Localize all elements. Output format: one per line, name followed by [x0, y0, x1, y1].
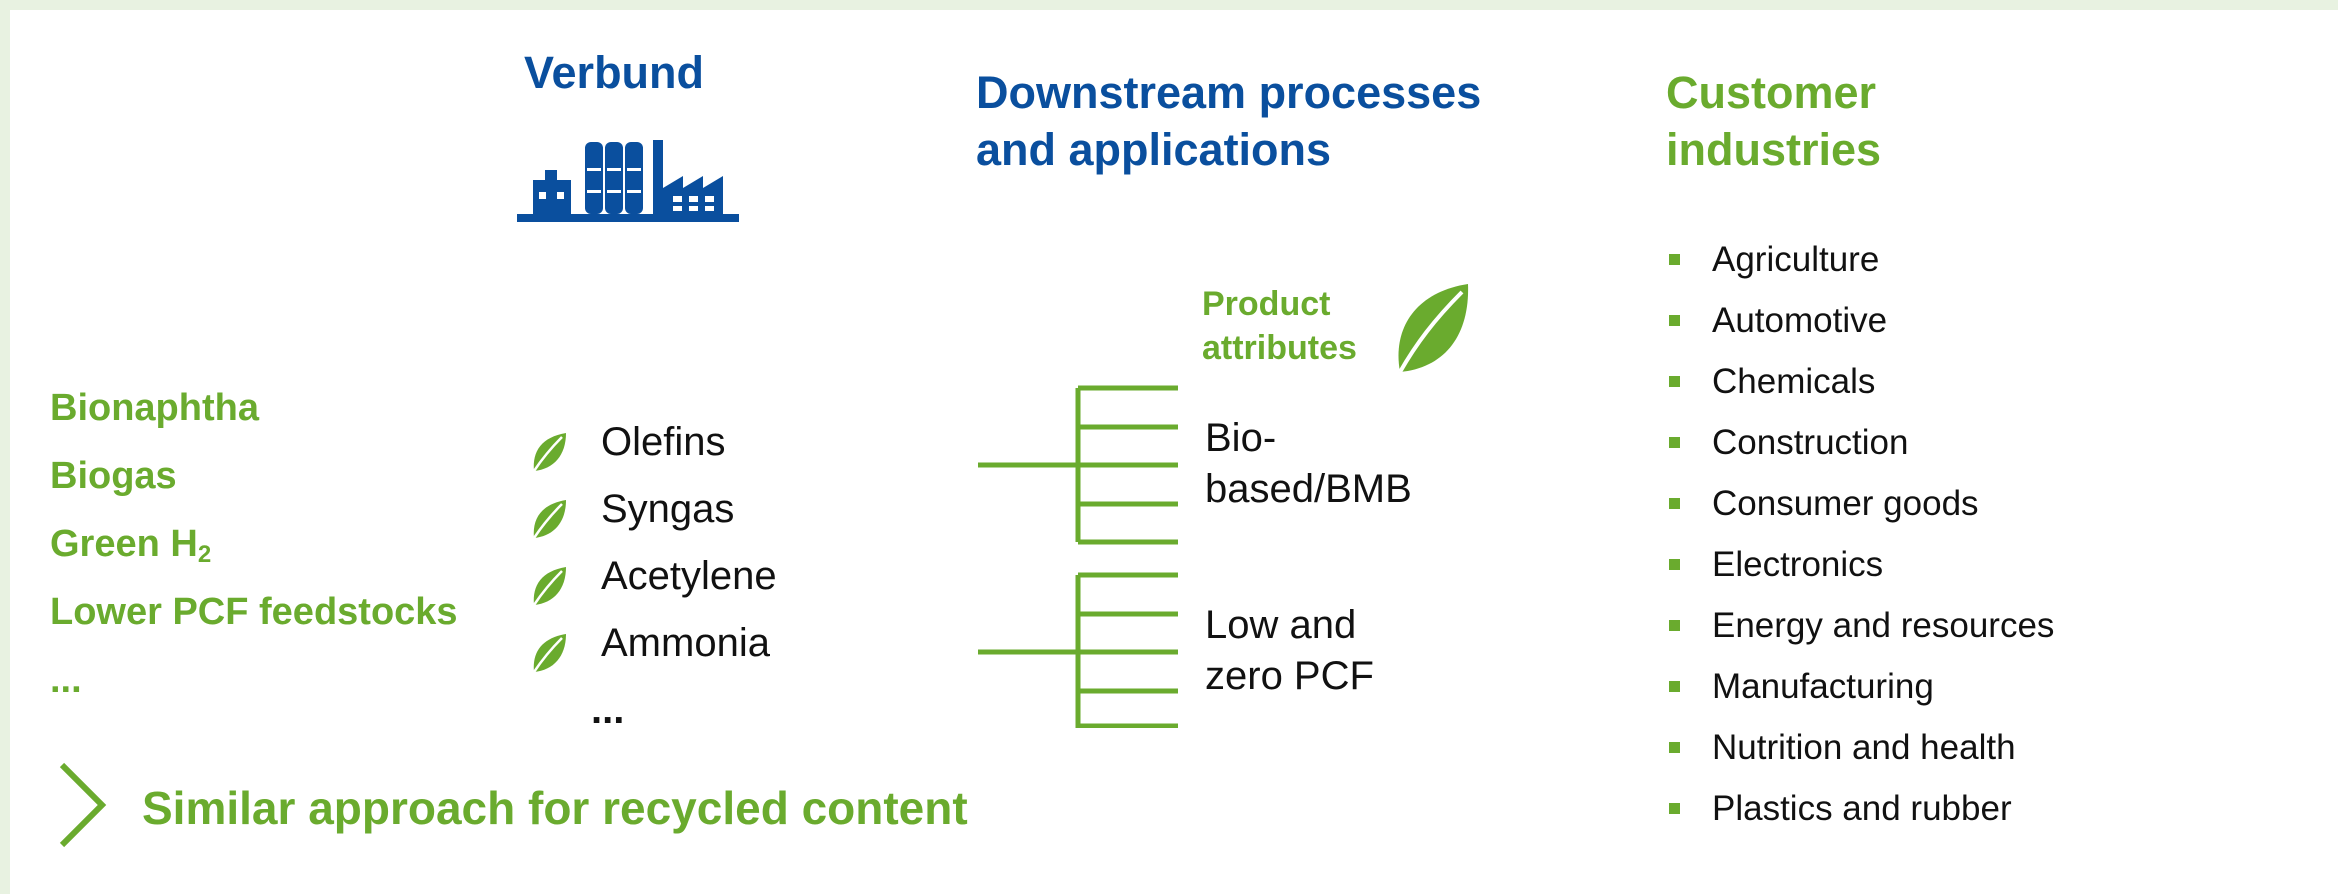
industry-label: Construction: [1712, 423, 1909, 462]
industry-label: Nutrition and health: [1712, 728, 2016, 767]
product-label: Ammonia: [601, 621, 770, 665]
downstream-header-line2: and applications: [976, 124, 1332, 175]
attributes-title-line1: Product: [1202, 285, 1331, 323]
attribute-biobased-line1: Bio-: [1205, 416, 1277, 460]
square-bullet-icon: [1669, 315, 1680, 326]
recycled-content-note: Similar approach for recycled content: [142, 782, 968, 834]
feedstock-lower-pcf: Lower PCF feedstocks: [50, 591, 458, 633]
industry-label: Electronics: [1712, 545, 1884, 584]
square-bullet-icon: [1669, 742, 1680, 753]
feedstock-bionaphtha: Bionaphtha: [50, 387, 259, 429]
industry-label: Manufacturing: [1712, 667, 1934, 706]
downstream-header-line1: Downstream processes: [976, 67, 1482, 118]
industry-label: Consumer goods: [1712, 484, 1979, 523]
industry-label: Chemicals: [1712, 362, 1876, 401]
attributes-title-line2: attributes: [1202, 329, 1357, 367]
attribute-biobased: Bio- based/BMB: [1205, 413, 1412, 515]
product-label: Olefins: [601, 420, 726, 464]
attribute-biobased-line2: based/BMB: [1205, 467, 1412, 511]
industry-label: Energy and resources: [1712, 606, 2055, 645]
attribute-connectors: [978, 385, 1178, 728]
leaf-icon: [532, 567, 566, 606]
industries-list: Agriculture Automotive Chemicals Constru…: [1669, 238, 2169, 838]
square-bullet-icon: [1669, 254, 1680, 265]
square-bullet-icon: [1669, 681, 1680, 692]
product-label: Acetylene: [601, 554, 777, 598]
square-bullet-icon: [1669, 498, 1680, 509]
factory-icon: [517, 140, 739, 222]
attribute-low-pcf: Low and zero PCF: [1205, 600, 1374, 702]
industry-label: Plastics and rubber: [1712, 789, 2012, 828]
square-bullet-icon: [1669, 620, 1680, 631]
products-more: ...: [591, 688, 625, 732]
attribute-low-pcf-line2: zero PCF: [1205, 654, 1374, 698]
customer-header: Customer industries: [1666, 64, 1881, 178]
leaf-icon: [532, 634, 566, 673]
leaf-icon: [532, 500, 566, 539]
industry-label: Agriculture: [1712, 240, 1880, 279]
industry-label: Automotive: [1712, 301, 1888, 340]
leaf-icon: [532, 433, 566, 472]
attributes-title: Product attributes: [1202, 282, 1357, 370]
attribute-low-pcf-line1: Low and: [1205, 603, 1357, 647]
square-bullet-icon: [1669, 376, 1680, 387]
chevron-right-icon: [59, 762, 107, 848]
square-bullet-icon: [1669, 803, 1680, 814]
feedstock-more: ...: [50, 659, 82, 701]
product-label: Syngas: [601, 487, 735, 531]
downstream-header: Downstream processes and applications: [976, 64, 1481, 178]
leaf-icon: [1398, 284, 1469, 373]
feedstock-green-h2-subscript: 2: [197, 541, 212, 568]
feedstock-green-h2-main: Green H: [50, 523, 198, 565]
feedstock-green-h2: Green H2: [50, 524, 211, 575]
feedstock-biogas: Biogas: [50, 455, 177, 497]
square-bullet-icon: [1669, 559, 1680, 570]
customer-header-line2: industries: [1666, 124, 1882, 175]
customer-header-line1: Customer: [1666, 67, 1877, 118]
verbund-header: Verbund: [524, 47, 705, 98]
slide: Verbund: [10, 10, 2338, 894]
square-bullet-icon: [1669, 437, 1680, 448]
